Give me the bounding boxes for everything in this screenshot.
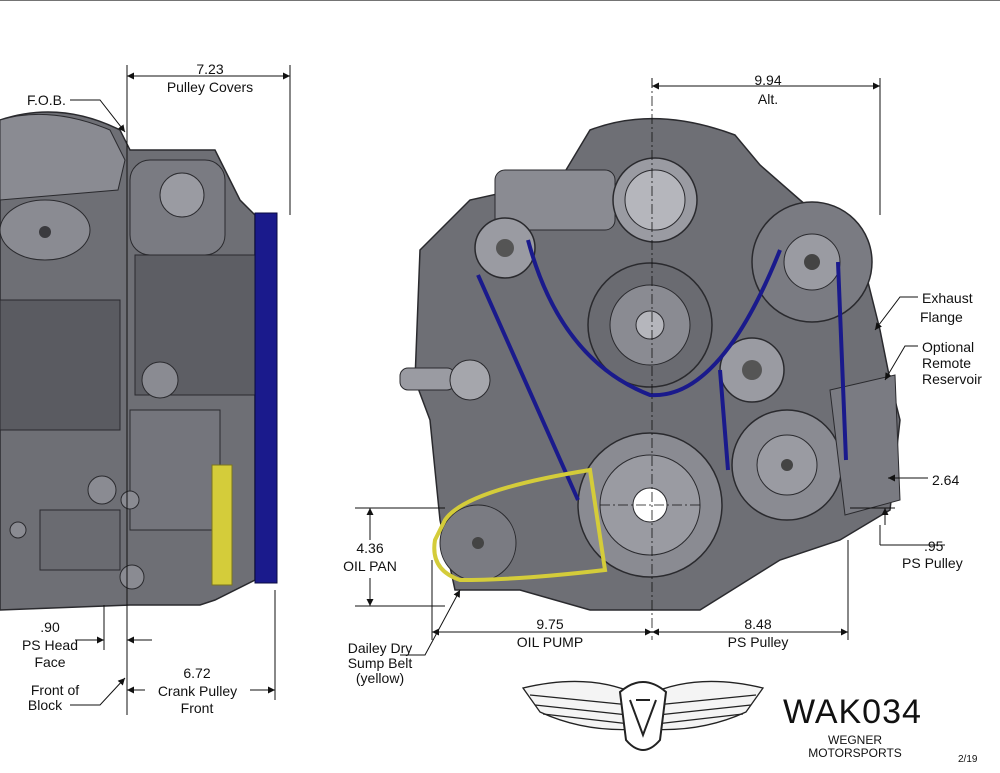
- wegner-logo: [521, 680, 765, 751]
- crank-pulley-value: 6.72: [183, 665, 211, 681]
- remote-reservoir-line3: Reservoir: [922, 371, 982, 387]
- remote-reservoir-line1: Optional: [922, 339, 975, 355]
- fob-label: F.O.B.: [27, 92, 66, 108]
- oil-pan-label: OIL PAN: [343, 558, 397, 574]
- oil-pump-label: OIL PUMP: [516, 634, 584, 650]
- alt-label: Alt.: [757, 91, 779, 107]
- ps-head-face-value: .90: [40, 619, 60, 635]
- ps-head-face-line2: Face: [34, 654, 66, 670]
- dry-sump-belt: [432, 467, 608, 583]
- side-view-blue-belt: [254, 212, 278, 584]
- sheet-number: 2/19: [958, 754, 978, 765]
- ps-head-face-line1: PS Head: [21, 637, 79, 653]
- side-view-valve-cover: [0, 113, 126, 201]
- sump-belt-line1: Dailey Dry: [347, 640, 413, 656]
- company-line2: MOTORSPORTS: [808, 746, 902, 760]
- crank-pulley-line2: Front: [180, 700, 214, 716]
- sump-belt-line2: Sump Belt: [347, 655, 413, 671]
- crank-pulley-line1: Crank Pulley: [145, 683, 250, 699]
- ps-pulley-95-value: .95: [924, 538, 944, 554]
- pulley-covers-label: Pulley Covers: [166, 79, 254, 95]
- remote-reservoir: [829, 374, 901, 516]
- ps-pulley-848-label: PS Pulley: [727, 634, 789, 650]
- oil-pump-value: 9.75: [536, 616, 564, 632]
- dimension-lines: [70, 65, 945, 715]
- remote-reservoir-line2: Remote: [922, 355, 972, 371]
- exhaust-flange-line2: Flange: [920, 309, 963, 325]
- oil-pan-value: 4.36: [356, 540, 384, 556]
- part-number: WAK034: [783, 693, 922, 731]
- side-view-yellow-pulley: [211, 464, 233, 586]
- serpentine-belt: [476, 239, 848, 501]
- front-of-block-line2: Block: [27, 697, 63, 713]
- company-line1: WEGNER: [828, 733, 882, 747]
- dim-264-value: 2.64: [932, 472, 960, 488]
- front-of-block-line1: Front of: [30, 682, 80, 698]
- exhaust-flange-line1: Exhaust: [922, 290, 973, 306]
- pulley-covers-value: 7.23: [196, 61, 224, 77]
- ps-pulley-848-value: 8.48: [744, 616, 772, 632]
- sump-belt-line3: (yellow): [355, 670, 405, 686]
- ps-pulley-95-label: PS Pulley: [902, 555, 963, 571]
- front-view: [399, 78, 901, 640]
- side-view: [0, 111, 278, 611]
- alt-value: 9.94: [754, 72, 782, 88]
